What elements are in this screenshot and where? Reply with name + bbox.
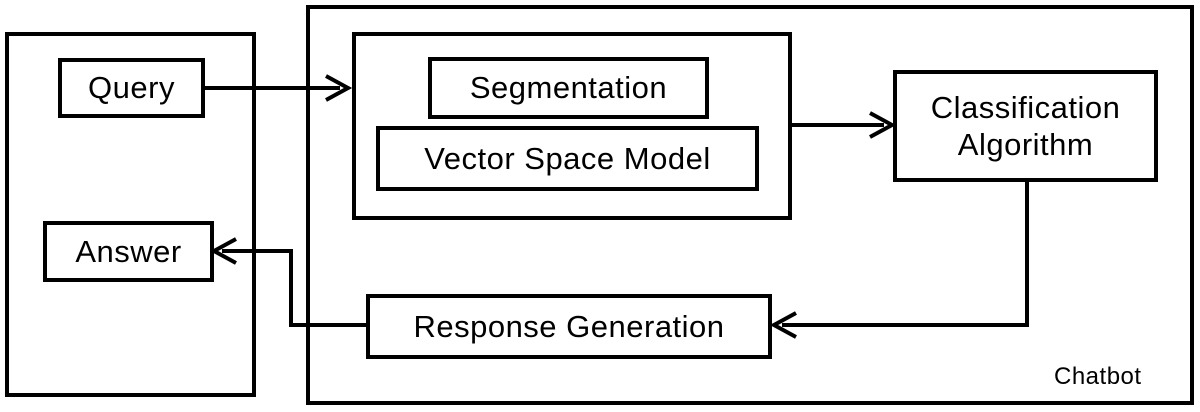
chatbot-label: Chatbot [1054,363,1142,390]
segmentation-box: Segmentation [428,57,709,119]
query-box: Query [58,58,205,118]
response-generation-label: Response Generation [413,308,725,344]
answer-label: Answer [75,233,182,269]
vector-space-model-label: Vector Space Model [424,140,711,176]
answer-box: Answer [43,221,214,282]
response-generation-box: Response Generation [366,294,772,359]
vector-space-model-box: Vector Space Model [376,126,759,191]
query-label: Query [88,70,175,106]
segmentation-label: Segmentation [469,70,668,106]
classification-algorithm-box: Classification Algorithm [893,70,1158,182]
classification-algorithm-label: Classification Algorithm [930,89,1121,162]
